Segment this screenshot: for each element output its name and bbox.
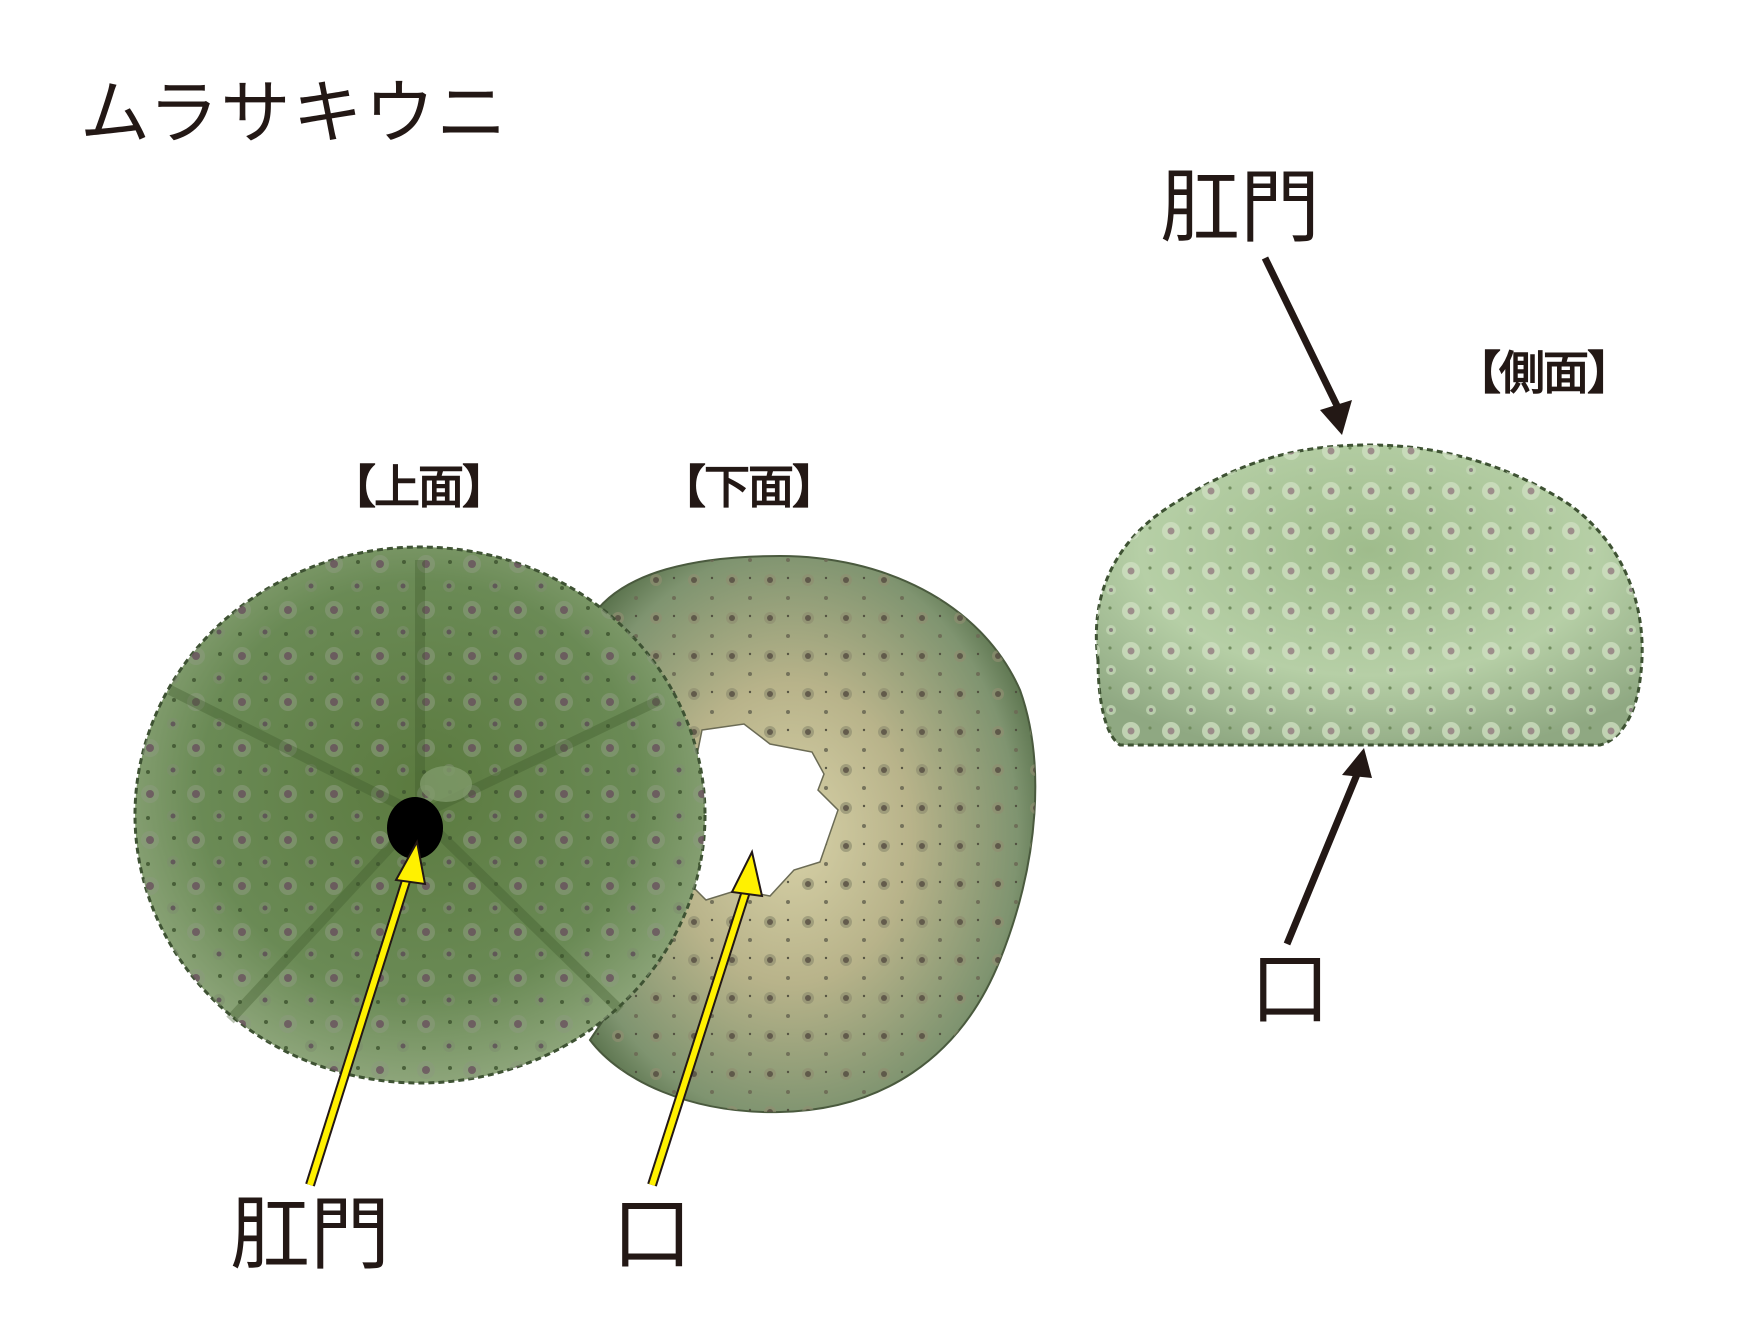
anus-opening xyxy=(387,797,443,859)
side-anus-label: 肛門 xyxy=(1160,161,1320,254)
side-mouth-label: 口 xyxy=(1250,943,1330,1036)
bottom-view-shell xyxy=(588,554,1037,1114)
bottom-view-label: 【下面】 xyxy=(660,460,838,514)
side-anus-arrow xyxy=(1261,256,1352,435)
bottom-mouth-label: 口 xyxy=(612,1188,692,1281)
side-view-shell xyxy=(1094,443,1644,747)
top-anus-arrow xyxy=(305,839,427,1187)
top-view-shell xyxy=(133,545,707,1085)
bottom-mouth-arrow xyxy=(647,849,764,1187)
top-anus-label: 肛門 xyxy=(230,1188,390,1281)
page-title: ムラサキウニ xyxy=(80,72,509,154)
side-mouth-arrow xyxy=(1283,748,1372,946)
top-view-label: 【上面】 xyxy=(330,460,508,514)
side-view-label: 【側面】 xyxy=(1455,346,1633,400)
